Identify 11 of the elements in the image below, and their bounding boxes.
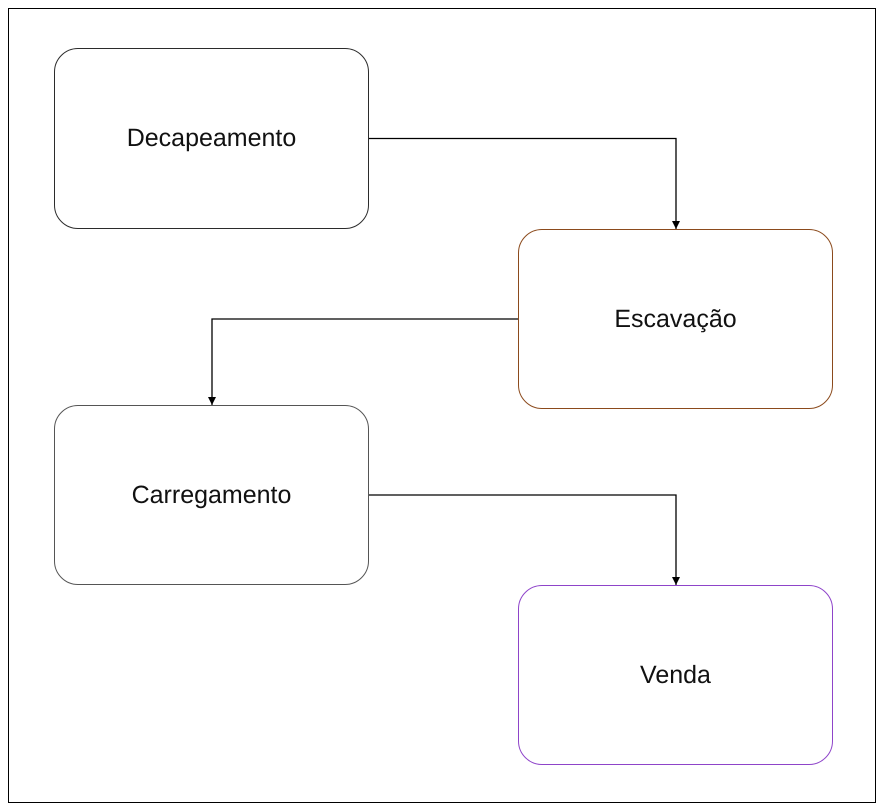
box-label: Escavação <box>614 304 737 334</box>
box-label: Decapeamento <box>126 124 296 153</box>
connector-arrow <box>369 494 680 585</box>
process-box <box>518 585 833 765</box>
connector-arrow <box>208 318 518 405</box>
process-box <box>54 405 369 585</box>
process-box <box>518 229 833 409</box>
connector-arrow <box>369 138 680 229</box>
box-label: Venda <box>640 660 711 690</box>
box-label: Carregamento <box>132 480 292 510</box>
process-box <box>54 48 369 229</box>
